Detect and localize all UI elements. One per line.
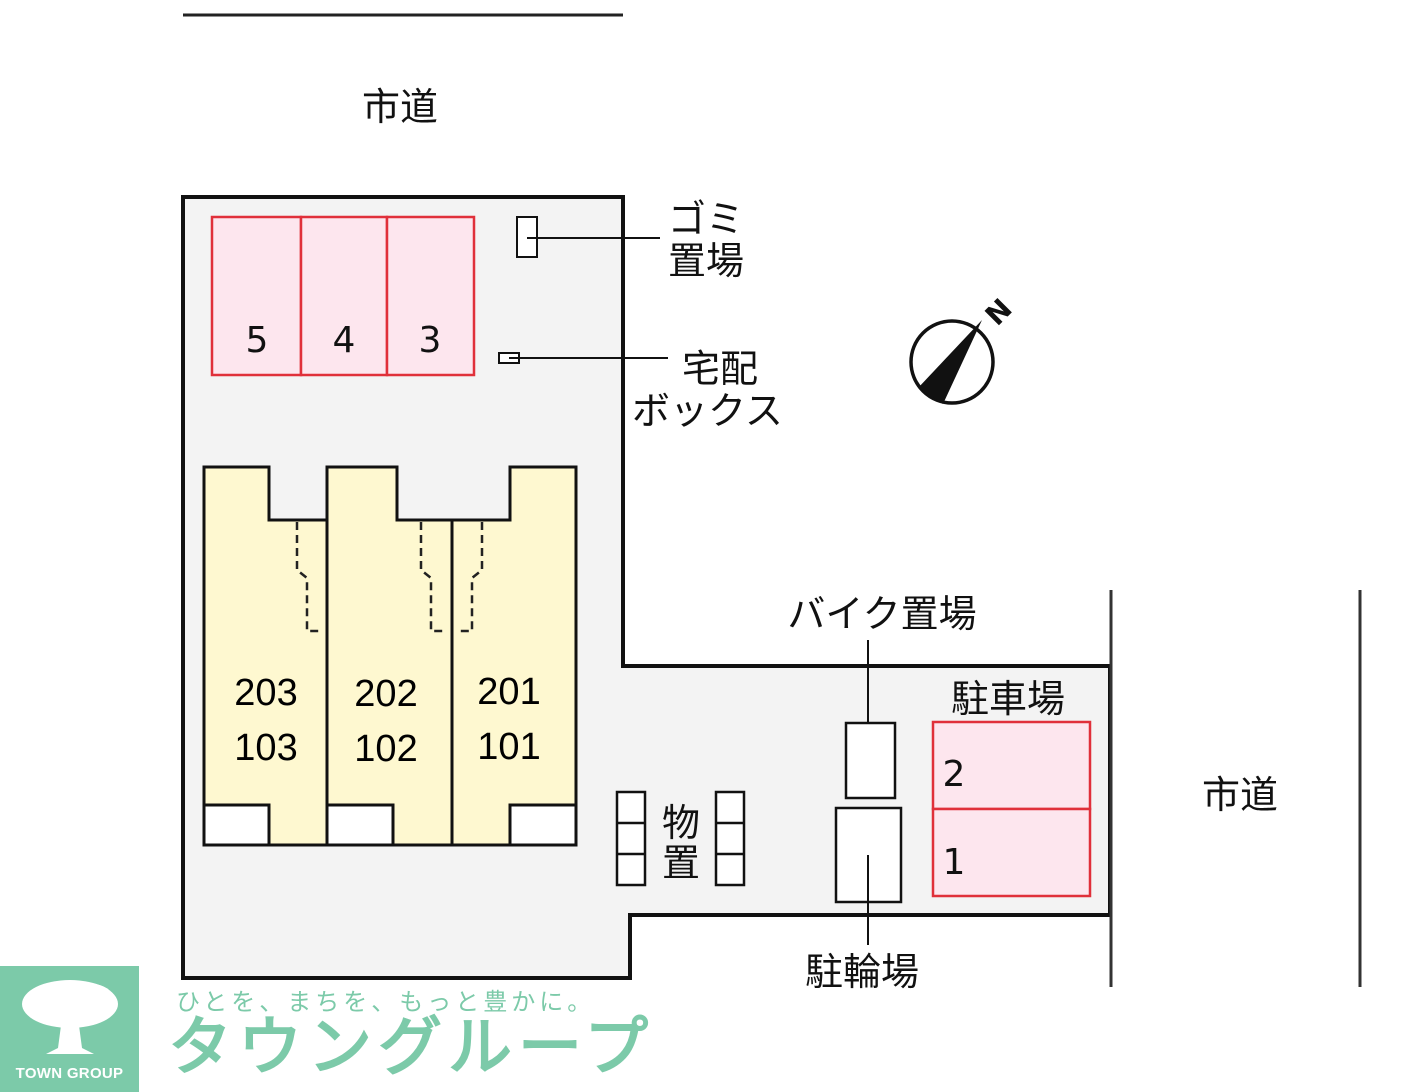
bicycle-parking-label: 駐輪場 bbox=[805, 950, 919, 994]
compass-icon: N bbox=[909, 292, 1019, 405]
stair-outline bbox=[419, 522, 445, 633]
parking-bay-label: 2 bbox=[943, 754, 966, 795]
parking-bay-label: 5 bbox=[246, 320, 269, 361]
parking-bay-5[interactable] bbox=[210, 215, 303, 377]
unit-porch bbox=[508, 803, 578, 847]
unit-porch bbox=[202, 803, 271, 847]
brand-tagline: ひとを、まちを、もっと豊かに。 bbox=[176, 988, 596, 1016]
storage-area: 物 置 bbox=[615, 790, 746, 887]
tree-icon bbox=[22, 980, 118, 1054]
garbage-label-line1: ゴミ bbox=[668, 197, 744, 241]
unit-202-102[interactable] bbox=[325, 465, 454, 847]
parking-bay-4[interactable] bbox=[299, 215, 389, 377]
parking-east-title: 駐車場 bbox=[951, 677, 1065, 721]
parking-bay-1[interactable] bbox=[931, 807, 1092, 898]
bike-parking-area[interactable] bbox=[844, 721, 897, 800]
building: 203 103 202 102 201 101 bbox=[202, 465, 578, 847]
garbage-label-line2: 置場 bbox=[668, 239, 744, 283]
parking-bay-label: 1 bbox=[943, 842, 966, 883]
town-group-logo: TOWN GROUP bbox=[0, 966, 139, 1092]
unit-porch bbox=[325, 803, 395, 847]
delivery-label-line1: 宅配 bbox=[682, 347, 758, 391]
parking-bay-label: 4 bbox=[333, 320, 356, 361]
unit-lower-number: 101 bbox=[477, 726, 540, 768]
unit-lower-number: 102 bbox=[354, 728, 417, 770]
unit-upper-number: 201 bbox=[477, 671, 540, 713]
brand-name: タウングループ bbox=[168, 1011, 655, 1085]
storage-label-line1: 物 bbox=[662, 801, 700, 845]
storage-label-line2: 置 bbox=[662, 841, 700, 885]
unit-upper-number: 203 bbox=[234, 672, 297, 714]
unit-lower-number: 103 bbox=[234, 727, 297, 769]
unit-203-103[interactable] bbox=[202, 465, 329, 847]
north-road-label: 市道 bbox=[362, 85, 438, 129]
storage-shed-right[interactable] bbox=[714, 790, 746, 887]
delivery-label-line2: ボックス bbox=[632, 389, 783, 433]
parking-bay-3[interactable] bbox=[385, 215, 476, 377]
stair-outline bbox=[295, 522, 320, 633]
storage-shed-left[interactable] bbox=[615, 790, 647, 887]
parking-north: 5 4 3 bbox=[210, 215, 476, 377]
logo-text: TOWN GROUP bbox=[15, 1065, 124, 1082]
parking-bay-label: 3 bbox=[419, 320, 442, 361]
east-road-label: 市道 bbox=[1202, 773, 1278, 817]
parking-bay-2[interactable] bbox=[931, 720, 1092, 811]
unit-201-101[interactable] bbox=[450, 465, 578, 847]
bike-parking-label: バイク置場 bbox=[787, 592, 976, 636]
north-label: N bbox=[979, 292, 1019, 332]
stair-outline bbox=[459, 522, 484, 633]
unit-upper-number: 202 bbox=[354, 673, 417, 715]
